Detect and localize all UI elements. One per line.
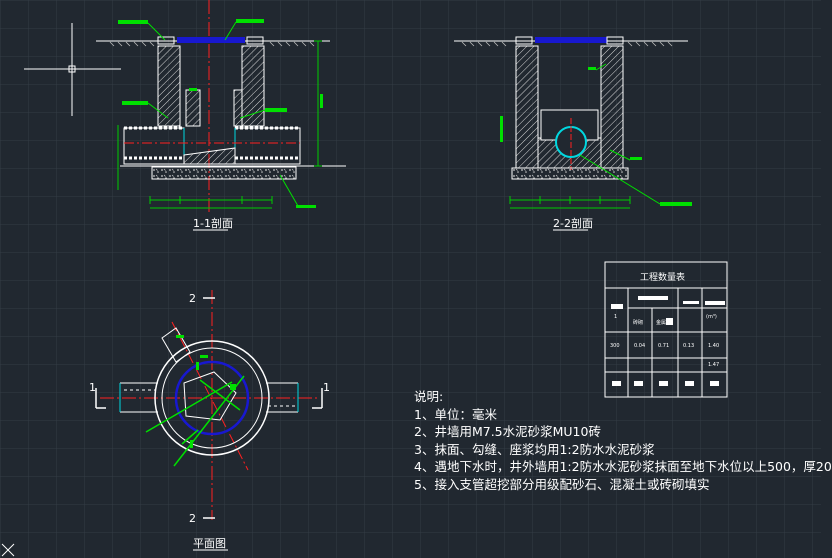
quantity-table-header-small-1: 1	[614, 314, 617, 320]
note-item-5: 5、接入支管超挖部分用级配砂石、混凝土或砖砌填实	[414, 476, 710, 492]
section-mark-top: 2	[189, 292, 196, 305]
design-notes: 说明: 1、单位：毫米 2、井墙用M7.5水泥砂浆MU10砖 3、抹面、勾缝、座…	[414, 388, 832, 493]
note-item-4: 4、遇地下水时，井外墙用1:2防水水泥砂浆抹面至地下水位以上500，厚20	[414, 459, 832, 474]
quantity-table-extra-value: 1.47	[708, 362, 719, 368]
crosshair-cursor-icon	[24, 23, 121, 116]
quantity-table-value-4: 0.13	[683, 343, 694, 349]
notes-title: 说明:	[414, 389, 444, 404]
plan-view-title: 平面图	[193, 537, 226, 550]
note-item-1: 1、单位：毫米	[414, 406, 497, 422]
section-1-1-title: 1-1剖面	[193, 216, 233, 230]
section-2-2: 2-2剖面	[454, 36, 692, 231]
section-mark-right: 1	[323, 381, 330, 394]
quantity-table-value-2: 0.04	[634, 343, 645, 349]
quantity-table-header-small-2: (m³)	[706, 314, 717, 320]
section-2-2-title: 2-2剖面	[553, 216, 593, 230]
section-mark-bottom: 2	[189, 512, 196, 525]
section-1-1: 1-1剖面	[96, 0, 346, 231]
section-mark-left: 1	[89, 381, 96, 394]
quantity-table-title: 工程数量表	[640, 271, 685, 283]
quantity-table-value-5: 1.40	[708, 343, 719, 349]
quantity-table-value-3: 0.71	[658, 343, 669, 349]
plan-view: 2 2 1 1 平面图	[89, 290, 330, 551]
ucs-icon	[1, 543, 15, 557]
note-item-2: 2、井墙用M7.5水泥砂浆MU10砖	[414, 424, 601, 439]
quantity-table-sub-label-1: 砖砌	[633, 319, 643, 326]
quantity-table-value-1: 300	[610, 343, 620, 349]
note-item-3: 3、抹面、勾缝、座浆均用1:2防水水泥砂浆	[414, 441, 655, 457]
quantity-table-sub-label-2: 金属	[656, 319, 666, 326]
quantity-table: 工程数量表 1 (m³) 砖砌 金属 300 0.04 0.71 0.13 1.…	[604, 261, 728, 398]
